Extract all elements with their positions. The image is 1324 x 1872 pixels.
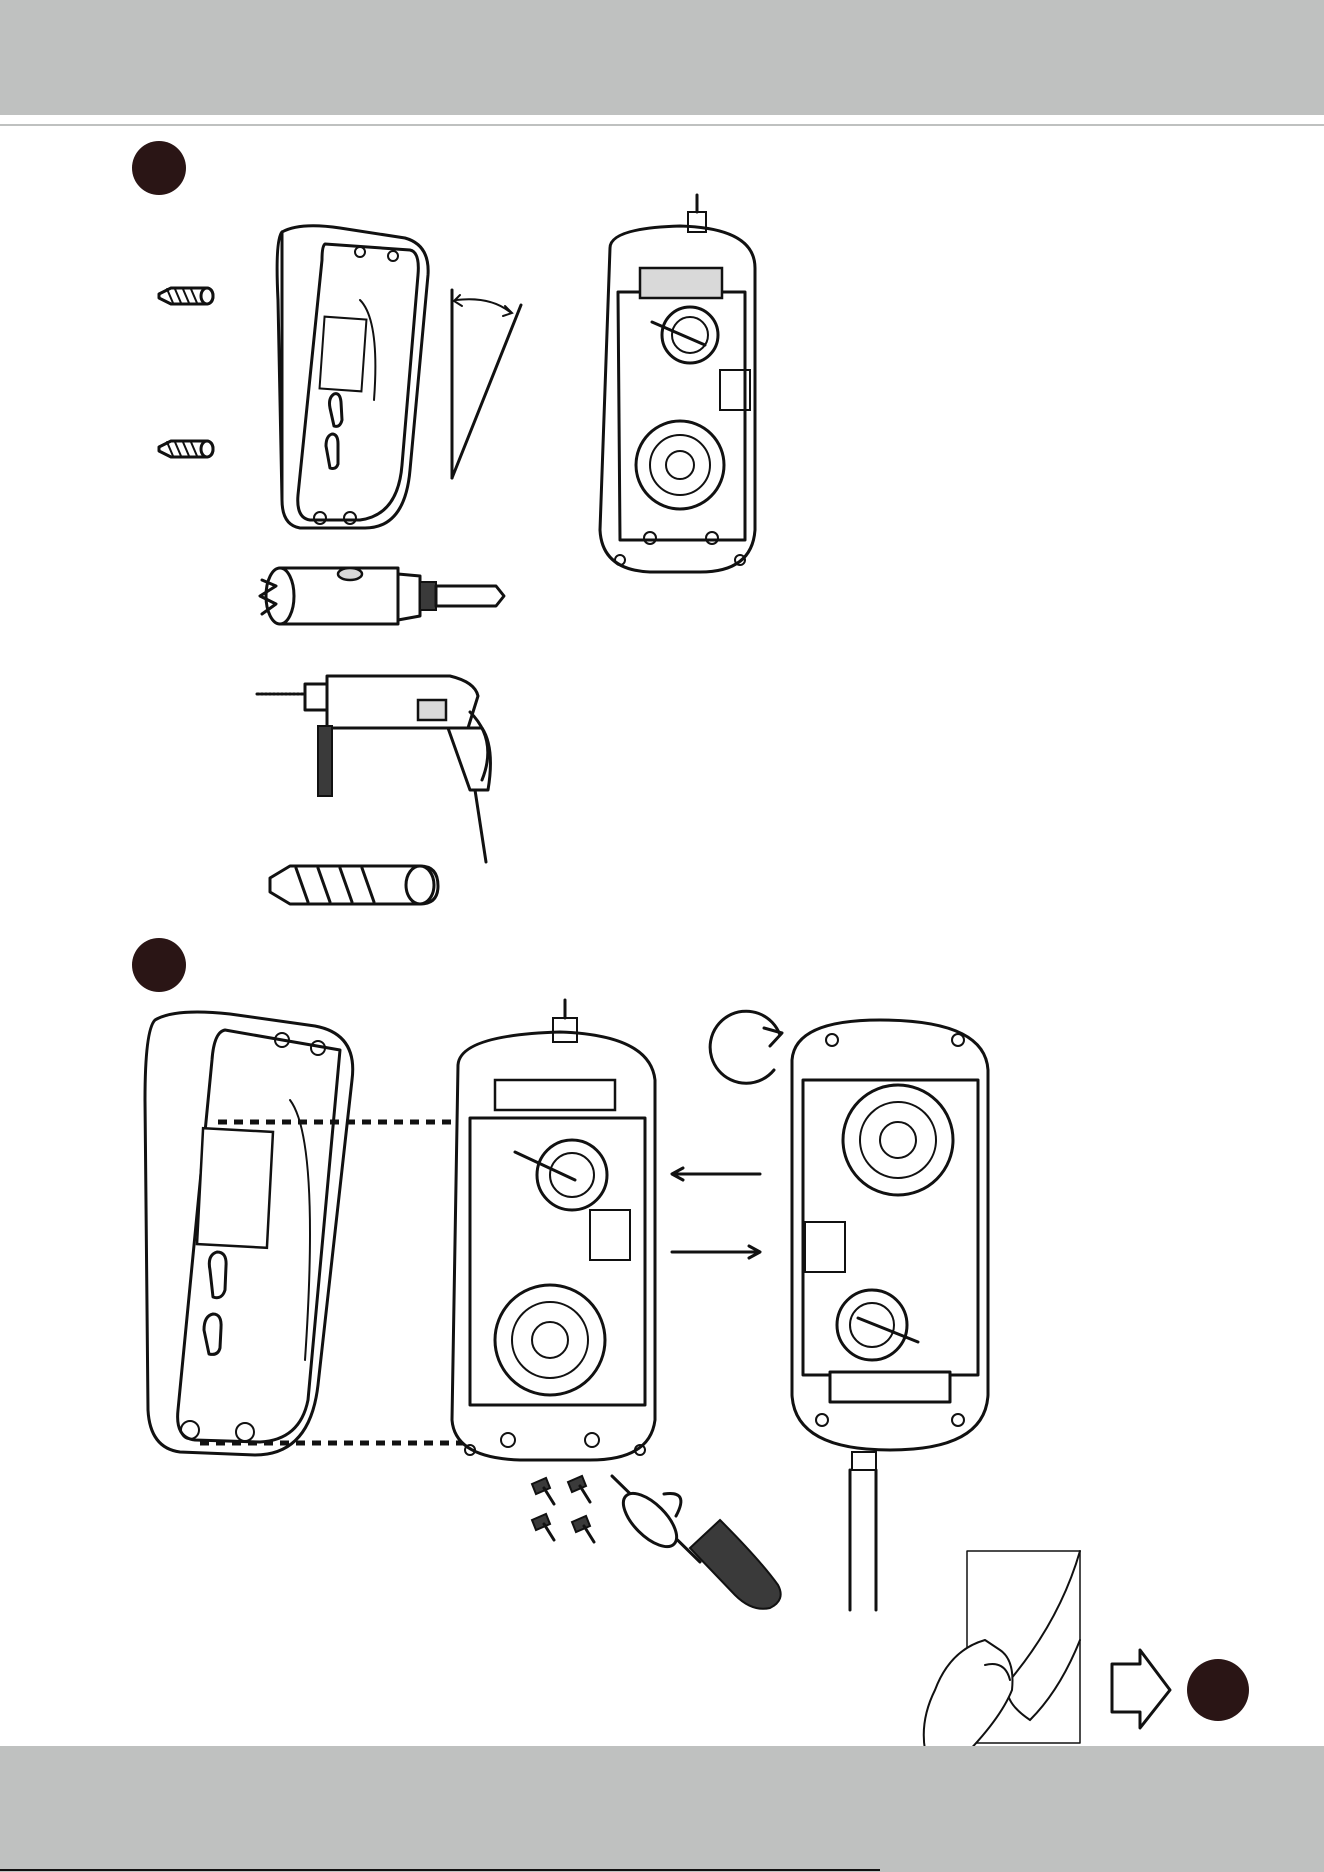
back-plate-housing-step2 bbox=[145, 1012, 353, 1455]
back-plate-housing-step1 bbox=[277, 226, 428, 528]
hole-saw-bit bbox=[260, 568, 504, 624]
screws bbox=[532, 1476, 594, 1542]
rotate-arrow-icon bbox=[710, 1011, 782, 1083]
peel-sticker-hand bbox=[924, 1551, 1080, 1763]
camera-board-front-step1 bbox=[600, 195, 755, 572]
power-drill bbox=[257, 676, 490, 862]
screwdriver bbox=[612, 1476, 781, 1609]
camera-board-rotated bbox=[792, 1020, 988, 1610]
wall-anchor-large bbox=[270, 866, 438, 904]
wall-anchor-small-bottom bbox=[159, 441, 213, 457]
footer-rule bbox=[0, 1869, 880, 1871]
camera-board-front-step2 bbox=[452, 1000, 655, 1460]
next-step-arrow bbox=[1112, 1650, 1170, 1728]
tilt-angle-indicator bbox=[452, 290, 521, 478]
wall-anchor-small-top bbox=[159, 288, 213, 304]
next-step-marker bbox=[1187, 1659, 1249, 1721]
direction-arrows bbox=[672, 1168, 760, 1258]
footer-band bbox=[0, 1746, 1324, 1872]
